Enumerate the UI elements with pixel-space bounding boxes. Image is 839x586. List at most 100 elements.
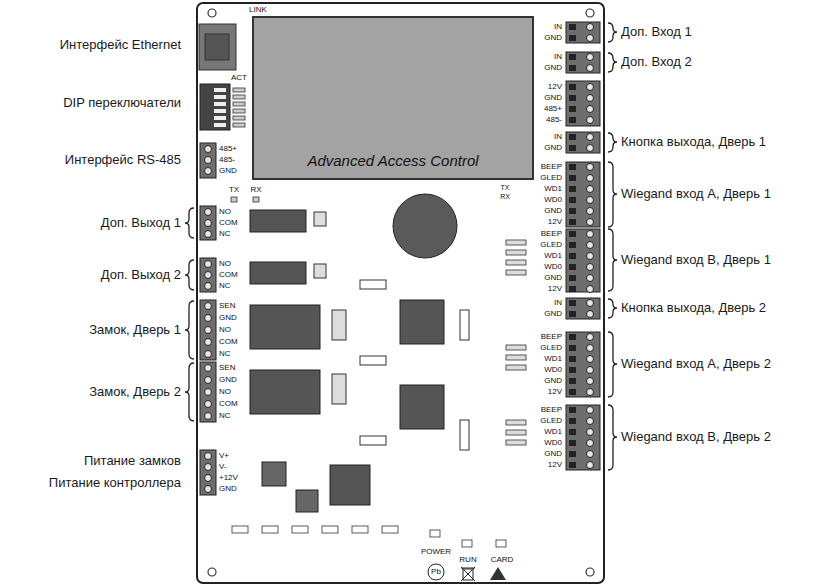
terminal-opening [569,65,576,71]
led-column [233,95,245,99]
compliance-icons [461,567,475,581]
pin-label: WD0 [544,263,562,272]
led-label: TX [501,184,510,192]
mounting-hole [208,9,216,17]
smd-part [430,530,440,537]
mounting-hole [586,568,594,576]
terminal-opening [569,334,576,340]
smd-part [382,526,398,533]
pin-label: SEN [219,302,235,311]
terminal-screw [205,351,212,358]
relay [332,374,346,404]
terminal-screw [587,389,594,396]
pin-label: IN [554,23,562,32]
terminal-opening [569,253,576,259]
dip-switch [214,109,226,113]
terminal-opening [569,186,576,192]
smd-part [292,526,308,533]
pin-label: 12V [548,83,562,92]
chip [262,462,286,486]
terminal-block [200,450,216,495]
terminal-screw [205,283,212,290]
pin-label: V- [219,463,227,472]
terminal-screw [587,264,594,271]
terminal-screw [205,389,212,396]
bracket [185,301,194,359]
terminal-block [566,332,600,397]
terminal-screw [205,401,212,408]
terminal-screw [205,261,212,268]
terminal-opening [569,451,576,457]
terminal-screw [587,35,594,42]
chip [330,465,370,505]
terminal-screw [205,209,212,216]
terminal-screw [587,65,594,72]
pin-label: GND [544,144,562,153]
resistor-array [506,240,526,445]
led-label: CARD [491,556,514,565]
terminal-opening [569,54,576,60]
resistor-array [506,430,526,435]
terminal-screw [587,407,594,414]
terminal-screw [587,197,594,204]
terminal-screw [205,327,212,334]
board-outline [197,3,604,583]
terminal-screw [205,377,212,384]
bracket [185,260,194,290]
smd-part [232,526,248,533]
terminal-screw [587,367,594,374]
ethernet-jack [199,24,236,70]
terminal-screw [205,464,212,471]
terminal-screw [205,146,212,153]
terminal-screw [587,418,594,425]
terminal-block [200,143,216,178]
terminal-screw [587,24,594,31]
terminal-block [566,298,600,319]
chip [360,280,386,289]
dip-switch [200,84,230,130]
terminal-screw [587,164,594,171]
terminal-opening [569,345,576,351]
display-screen: Advanced Access Control [252,16,534,180]
smd-part [352,526,368,533]
smd-part [232,526,506,547]
terminal-screw [587,175,594,182]
relay [250,210,306,232]
bracket [608,133,617,152]
smd-part [262,526,278,533]
terminal-screw [587,286,594,293]
terminal-opening [569,462,576,468]
terminal-opening [569,175,576,181]
port-label: DIP переключатели [63,96,181,110]
pin-label: WD1 [544,185,562,194]
terminal-screw [587,311,594,318]
pin-label: COM [219,219,238,228]
terminal-opening [569,286,576,292]
resistor-array [506,440,526,445]
terminal-opening [569,407,576,413]
led-column [233,88,245,92]
terminal-opening [569,242,576,248]
terminal-opening [569,231,576,237]
lead-free-mark: Pb [431,568,441,577]
pin-label: 12V [548,388,562,397]
relay [250,262,306,284]
smd-part [496,540,506,547]
terminal-opening [569,197,576,203]
resistor-array [506,270,526,275]
terminal-block [200,258,216,292]
port-label: Интерфейс RS-485 [65,153,181,167]
pin-label: GND [544,207,562,216]
pin-label: IN [554,299,562,308]
relay [250,305,320,349]
pin-label: BEEP [541,230,562,239]
chip [400,385,444,429]
terminal-screw [587,300,594,307]
bracket [608,53,617,72]
terminal-screw [587,275,594,282]
terminal-block [566,52,600,73]
terminal-screw [587,451,594,458]
terminal-opening [569,208,576,214]
terminal-screw [205,168,212,175]
